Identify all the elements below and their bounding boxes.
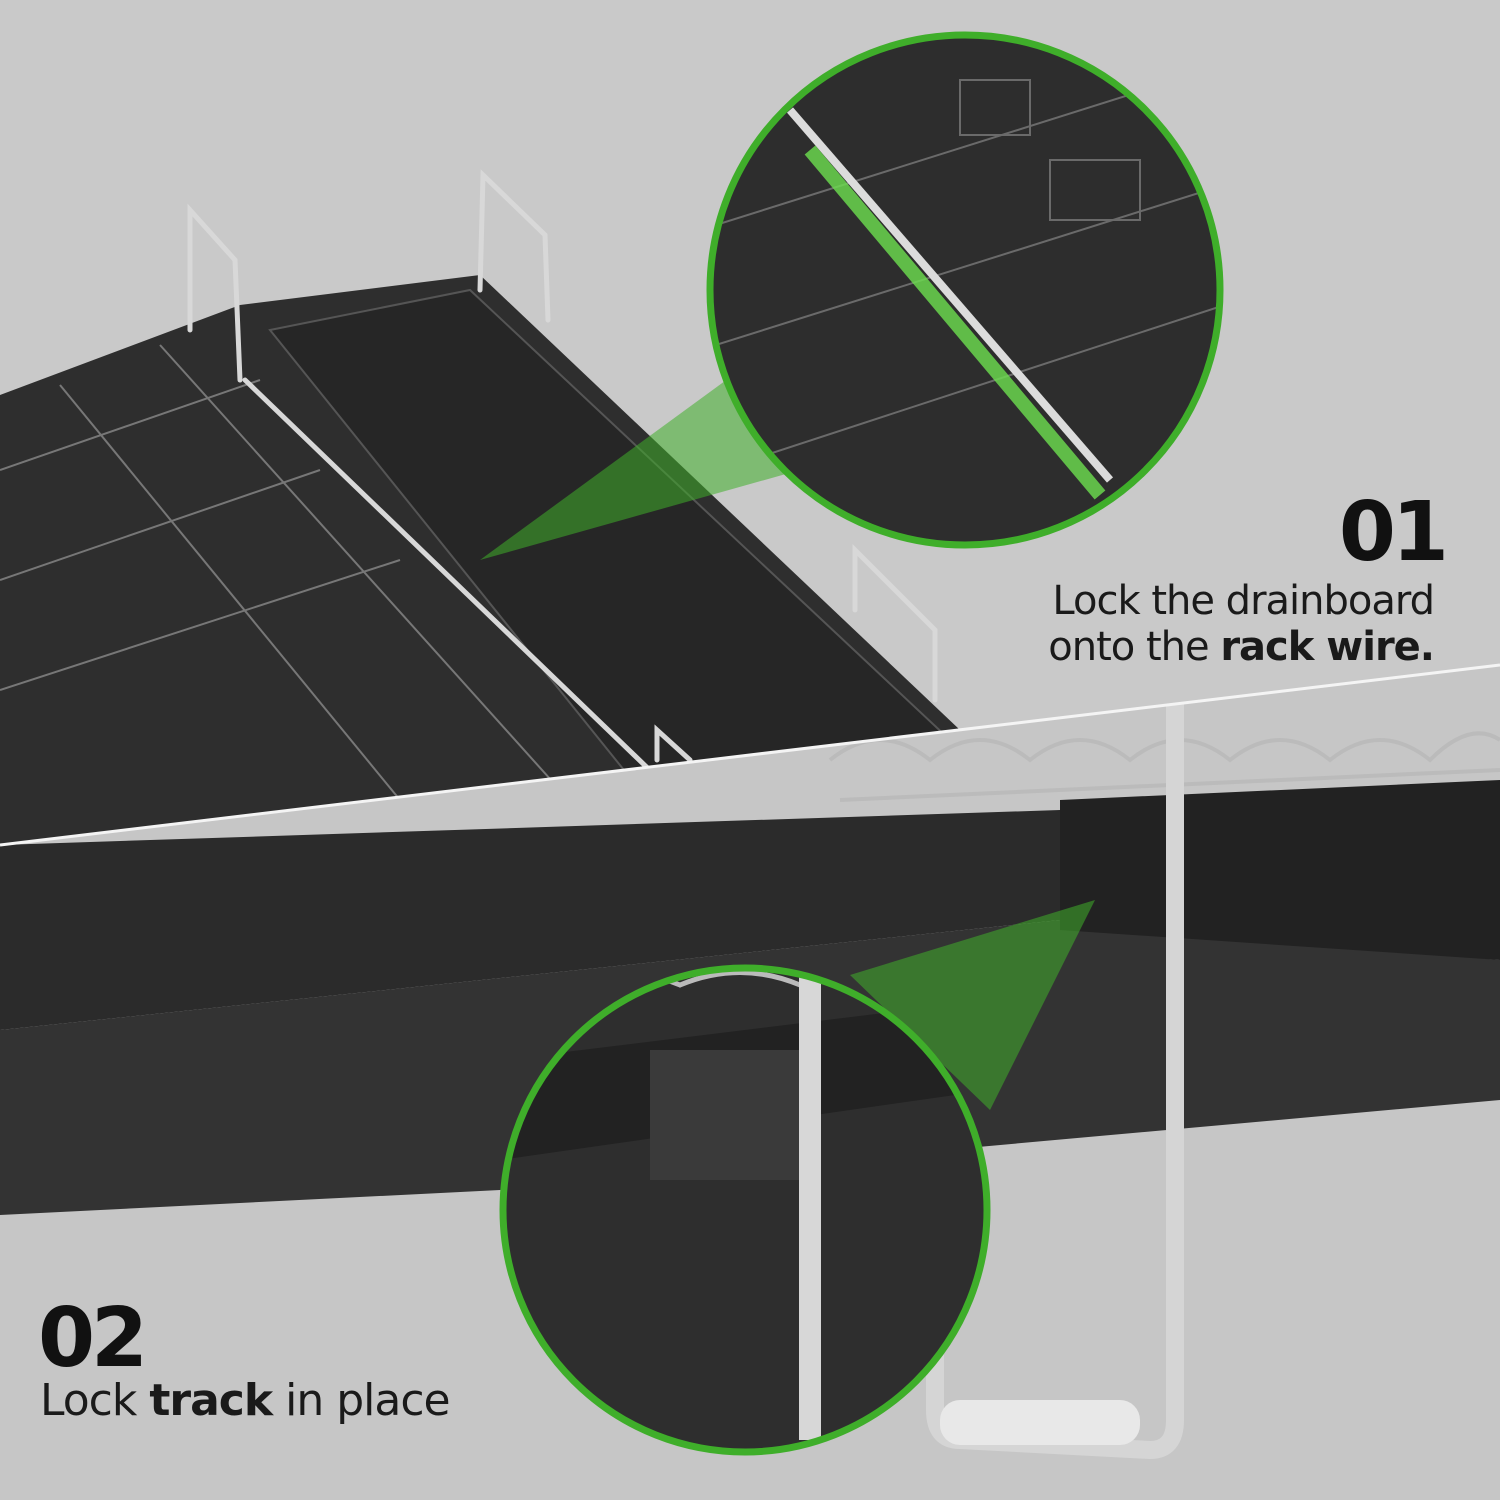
step-1-caption: Lock the drainboard onto the rack wire. <box>1048 578 1435 670</box>
step-2-caption-bold: track <box>149 1375 273 1426</box>
callout-cone-1 <box>480 370 800 560</box>
divider-line <box>0 663 1500 847</box>
callout-cone-2 <box>850 900 1095 1110</box>
step-1-caption-line1: Lock the drainboard <box>1052 578 1435 624</box>
zoom-circle-2 <box>503 968 987 1452</box>
step-1-number: 01 <box>1338 485 1449 580</box>
step-1-caption-bold: rack wire. <box>1220 624 1435 670</box>
step-2-caption-prefix: Lock <box>40 1375 137 1426</box>
step-1-caption-line2: onto the <box>1048 624 1209 670</box>
zoom-circle-1 <box>710 35 1220 545</box>
step-2-caption-suffix: in place <box>285 1375 450 1426</box>
step-2-number: 02 <box>38 1291 148 1386</box>
step-2-caption: Lock track in place <box>40 1375 451 1426</box>
